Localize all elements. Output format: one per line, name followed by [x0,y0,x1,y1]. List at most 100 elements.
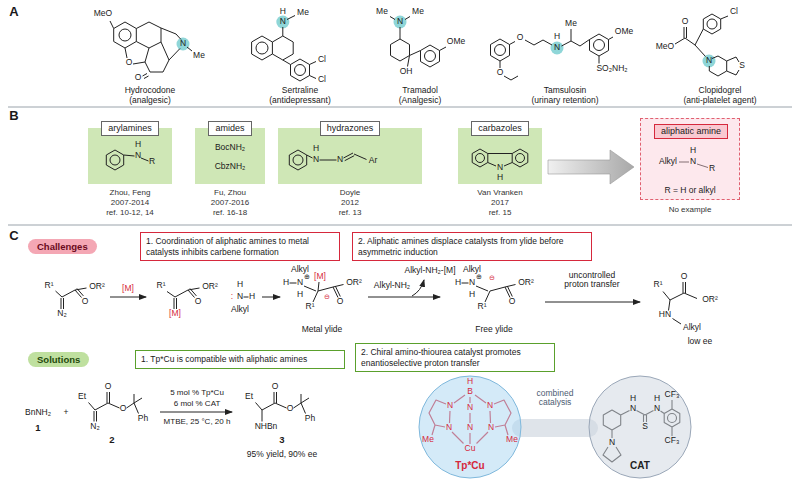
atom-label: N [337,155,343,164]
charge-sign: ⊕ [304,273,310,281]
atom-label: H [467,377,473,386]
atom-label: N [135,151,141,160]
category-header: amides [208,121,251,136]
panel-letter: B [9,109,18,123]
reference-text: Van Vranken [477,189,522,198]
category-header: arylamines [101,121,159,136]
atom-label: S [642,422,648,431]
aromatic-ring [707,19,717,29]
atom-label: R [709,164,715,173]
combination-band [512,419,598,437]
atom-label: H [237,280,243,289]
node-text: Solutions [37,354,80,365]
atom-label: H [283,278,289,287]
atom-label: Cl [318,55,326,64]
nitrogen-highlight [177,38,190,51]
atom-label: H [280,7,286,16]
release-arrow [412,280,424,296]
aromatic-ring [476,154,485,163]
compound-name: (urinary retention) [531,96,598,105]
node-text: 2. Chiral amino-thiourea catalyst promot… [361,347,549,368]
atom-label: MeO [656,42,674,51]
atom-label: OR² [346,278,362,287]
category-header: carbazoles [471,121,529,136]
atom-label: Me [412,7,424,16]
atom-label: Alkyl [659,157,677,166]
compound-name: Tamsulosin [544,86,587,95]
molecule-bonds [244,297,249,298]
reference-text: 2012 [341,199,359,208]
molecule-bonds [252,16,316,82]
challenge-box: 2. Aliphatic amines displace catalysts f… [352,232,592,261]
reference-text: ref. 16-18 [213,209,247,218]
atom-label: O [126,58,133,67]
atom-label: Alkyl [683,323,701,332]
atom-label: Et [78,392,86,401]
circle-outline [419,376,521,478]
atom-label: H [554,32,560,41]
atom-label: O [509,297,516,306]
atom-label: N [237,292,243,301]
atom-label: [M] [122,284,134,293]
reference-text: 2007-2014 [111,199,149,208]
atom-label: O [105,382,112,391]
atom-label: OR² [89,282,105,291]
charge-sign: ⊕ [476,273,482,281]
atom-label: Me [565,19,577,28]
compound-number: 3 [279,435,284,445]
atom-label: SO₂NH₂ [596,64,627,73]
atom-label: S [739,61,745,70]
substrate-area [278,128,422,184]
compound-name: Tramadol [402,86,438,95]
atom-label: N [467,403,473,412]
atom-label: N [469,278,475,287]
atom-label: H [135,140,141,149]
reference-text: 2017 [491,199,509,208]
species-label: low ee [688,337,713,346]
atom-label: N [654,404,660,413]
atom-label: O [497,68,504,77]
aromatic-ring [293,155,303,165]
condition-text: MTBE, 25 °C, 20 h [164,418,231,427]
reaction-arrow [545,302,640,303]
node-text: arylamines [108,123,152,134]
atom-label: R¹ [306,302,315,311]
aromatic-ring [119,29,131,41]
progress-arrow [548,150,634,184]
solution-tag: Solutions [28,352,89,367]
compound-name: (anti-platelet agent) [683,96,756,105]
solution-box: 1. Tp*Cu is compatible with aliphatic am… [135,350,345,369]
reaction-arrow [368,297,440,298]
atom-label: N [630,404,636,413]
atom-label: HN [659,310,671,319]
aromatic-ring [110,155,120,165]
species-label: 95% yield, 90% ee [247,450,317,459]
substrate-area [88,128,172,184]
nitrogen-highlight [551,42,564,55]
category-header: hydrazones [320,121,381,136]
atom-label: O [517,33,524,42]
compound-name: (antidepressant) [269,96,330,105]
reaction-arrow [160,412,232,413]
atom-label: Me [422,435,434,444]
compound-name: Clopidogrel [699,86,742,95]
atom-label: O [82,297,89,306]
node-text: 2. Aliphatic amines displace catalysts f… [358,236,586,257]
atom-label: N [487,401,493,410]
atom-label: Alkyl-NH₂-[M] [405,266,456,275]
atom-label: R [149,157,155,166]
node-text: Challenges [37,241,88,252]
reference-text: ref. 15 [489,209,512,218]
atom-label: H [690,146,696,155]
atom-label: OR² [202,282,218,291]
atom-label: H [249,292,255,301]
atom-label: OMe [447,37,465,46]
reaction-arrow [110,297,146,298]
atom-label: BnNH₂ [25,408,51,417]
atom-label: [M] [314,272,326,281]
nitrogen-highlight [703,55,716,68]
atom-label: Ph [305,414,315,423]
atom-label: N [497,163,503,172]
atom-label: O [272,382,279,391]
panel-letter: A [9,5,18,19]
